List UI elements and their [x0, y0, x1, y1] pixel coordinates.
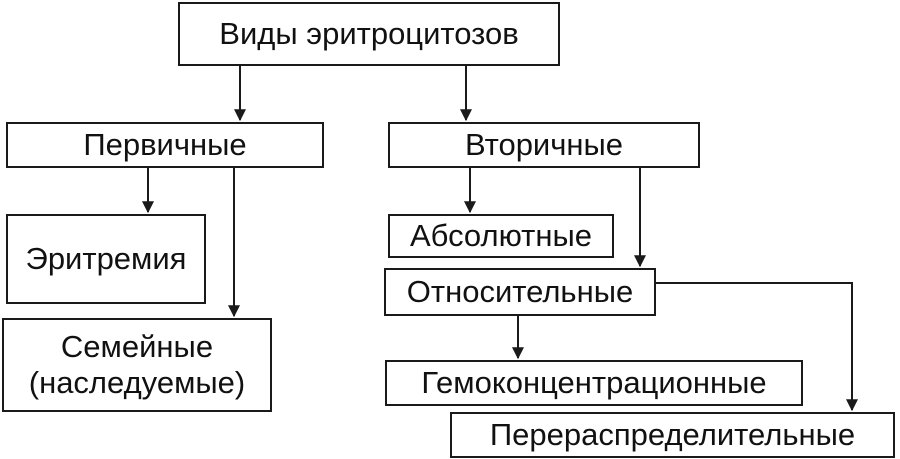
- node-redistributive-label: Перераспределительные: [489, 417, 856, 453]
- node-absolute: Абсолютные: [388, 214, 614, 258]
- node-erythremia: Эритремия: [6, 214, 206, 304]
- node-redistributive: Перераспределительные: [450, 412, 895, 458]
- node-relative: Относительные: [384, 268, 656, 316]
- node-secondary: Вторичные: [388, 122, 700, 168]
- node-root-label: Виды эритроцитозов: [219, 16, 519, 52]
- node-relative-label: Относительные: [406, 274, 634, 310]
- node-hemoconcentration: Гемоконцентрационные: [385, 360, 803, 406]
- node-erythremia-label: Эритремия: [25, 241, 187, 277]
- node-secondary-label: Вторичные: [464, 127, 624, 163]
- node-primary: Первичные: [6, 122, 324, 168]
- node-familial: Семейные (наследуемые): [2, 318, 272, 412]
- arrow-relative-to-redistributive: [656, 282, 858, 412]
- node-primary-label: Первичные: [83, 127, 247, 163]
- node-familial-line2: (наследуемые): [28, 365, 246, 400]
- node-root: Виды эритроцитозов: [178, 2, 560, 66]
- node-familial-line1: Семейные: [60, 329, 214, 365]
- node-absolute-label: Абсолютные: [410, 218, 592, 254]
- node-hemoconcentration-label: Гемоконцентрационные: [421, 365, 767, 401]
